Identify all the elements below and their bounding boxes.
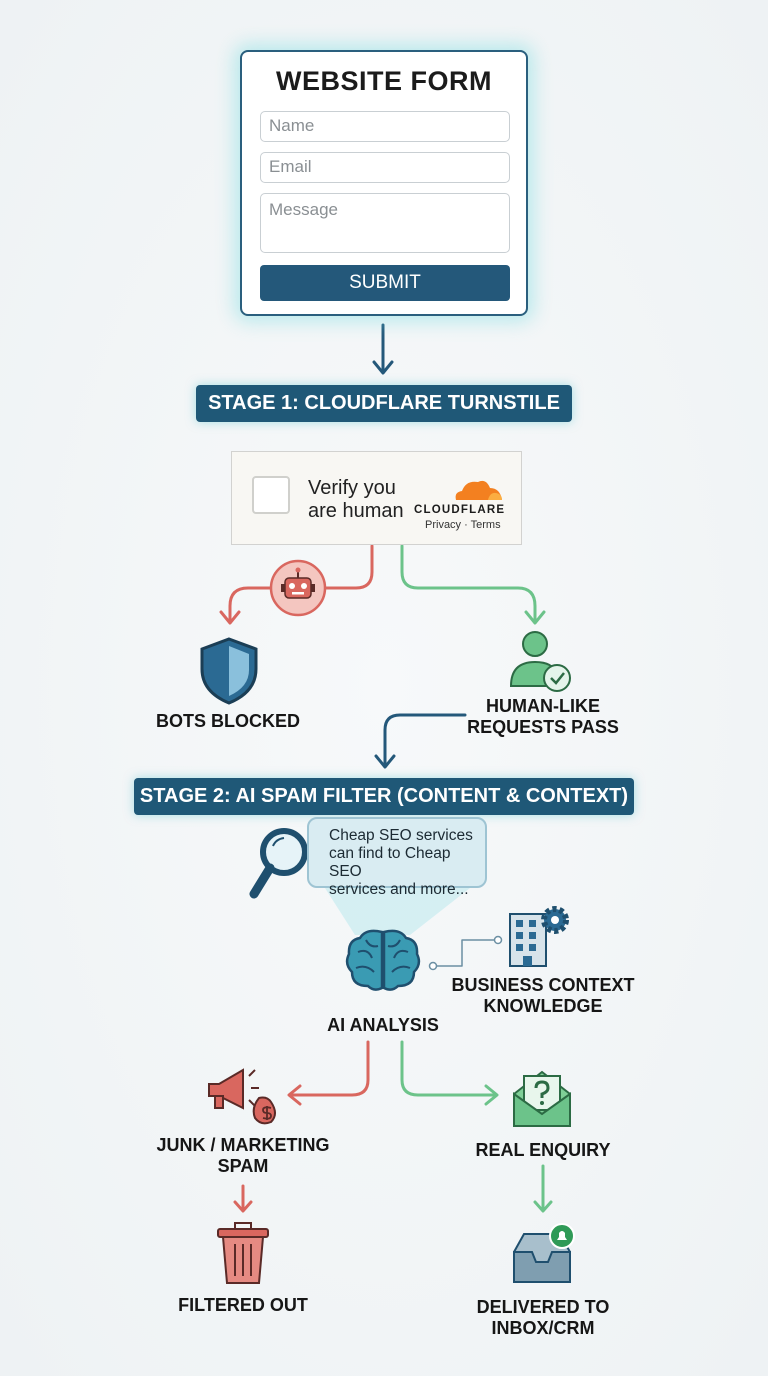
separator: ·: [464, 519, 468, 531]
bubble-line3: services and more...: [329, 881, 469, 898]
filtered-out-label: FILTERED OUT: [178, 1295, 308, 1315]
form-title: WEBSITE FORM: [276, 66, 492, 96]
human-pass-line1: HUMAN-LIKE: [486, 696, 600, 716]
human-pass-line2: REQUESTS PASS: [467, 717, 619, 737]
cloudflare-logo-icon: [455, 480, 502, 500]
analysis-glow: [325, 888, 470, 935]
stage1-banner: STAGE 1: CLOUDFLARE TURNSTILE: [196, 385, 572, 422]
arrow-to-stage2: [374, 713, 467, 769]
spam-line1: JUNK / MARKETING: [156, 1135, 330, 1155]
verify-checkbox[interactable]: [252, 476, 290, 514]
connector-dot: [493, 935, 503, 945]
arrow-to-delivered: [533, 1164, 553, 1213]
turnstile-widget: Verify you are human CLOUDFLARE Privacy …: [231, 451, 522, 545]
business-context-label: BUSINESS CONTEXT KNOWLEDGE: [423, 975, 663, 1017]
magnifier-icon: [249, 828, 308, 899]
verify-line2: are human: [308, 500, 404, 522]
context-line1: BUSINESS CONTEXT: [451, 975, 635, 995]
stage2-banner: STAGE 2: AI SPAM FILTER (CONTENT & CONTE…: [134, 778, 634, 815]
verify-text: Verify you are human: [308, 477, 404, 523]
cloudflare-brand: CLOUDFLARE: [414, 504, 506, 516]
arrow-real-path: [400, 1040, 499, 1106]
verify-line1: Verify you: [308, 477, 396, 499]
trash-icon: [217, 1222, 269, 1284]
terms-link[interactable]: Terms: [470, 519, 501, 531]
message-input[interactable]: Message: [260, 193, 510, 253]
robot-icon: [269, 559, 327, 617]
submit-button[interactable]: SUBMIT: [260, 265, 510, 301]
spam-line2: SPAM: [217, 1156, 269, 1176]
bubble-line2: can find to Cheap SEO: [329, 845, 451, 880]
message-bubble: Cheap SEO services can find to Cheap SEO…: [307, 817, 487, 898]
bots-blocked-label: BOTS BLOCKED: [156, 711, 300, 731]
arrow-spam-path: [287, 1040, 370, 1106]
privacy-link[interactable]: Privacy: [425, 519, 462, 531]
inbox-notification-icon: [513, 1223, 575, 1283]
business-building-icon: [509, 906, 569, 967]
arrow-to-filtered: [233, 1184, 253, 1213]
real-enquiry-label: REAL ENQUIRY: [475, 1140, 611, 1160]
turnstile-links: Privacy · Terms: [425, 519, 501, 531]
ai-analysis-label: AI ANALYSIS: [327, 1015, 439, 1035]
delivered-label: DELIVERED TO INBOX/CRM: [423, 1297, 663, 1339]
delivered-line1: DELIVERED TO: [476, 1297, 610, 1317]
arrow-form-to-stage1: [372, 323, 394, 375]
human-pass-label: HUMAN-LIKE REQUESTS PASS: [423, 696, 663, 738]
human-check-icon: [509, 631, 571, 692]
megaphone-money-icon: [208, 1068, 276, 1125]
arrow-human-path: [400, 544, 546, 625]
connector-dot: [428, 961, 438, 971]
context-line2: KNOWLEDGE: [483, 996, 603, 1016]
context-connector: [432, 939, 497, 967]
envelope-question-icon: [513, 1070, 571, 1127]
email-input[interactable]: Email: [260, 152, 510, 183]
website-form: WEBSITE FORM Name Email Message SUBMIT: [240, 50, 528, 316]
brain-icon: [345, 929, 421, 991]
delivered-line2: INBOX/CRM: [491, 1318, 595, 1338]
name-input[interactable]: Name: [260, 111, 510, 142]
junk-spam-label: JUNK / MARKETING SPAM: [123, 1135, 363, 1177]
shield-icon: [200, 637, 258, 705]
bubble-line1: Cheap SEO services: [329, 827, 473, 844]
